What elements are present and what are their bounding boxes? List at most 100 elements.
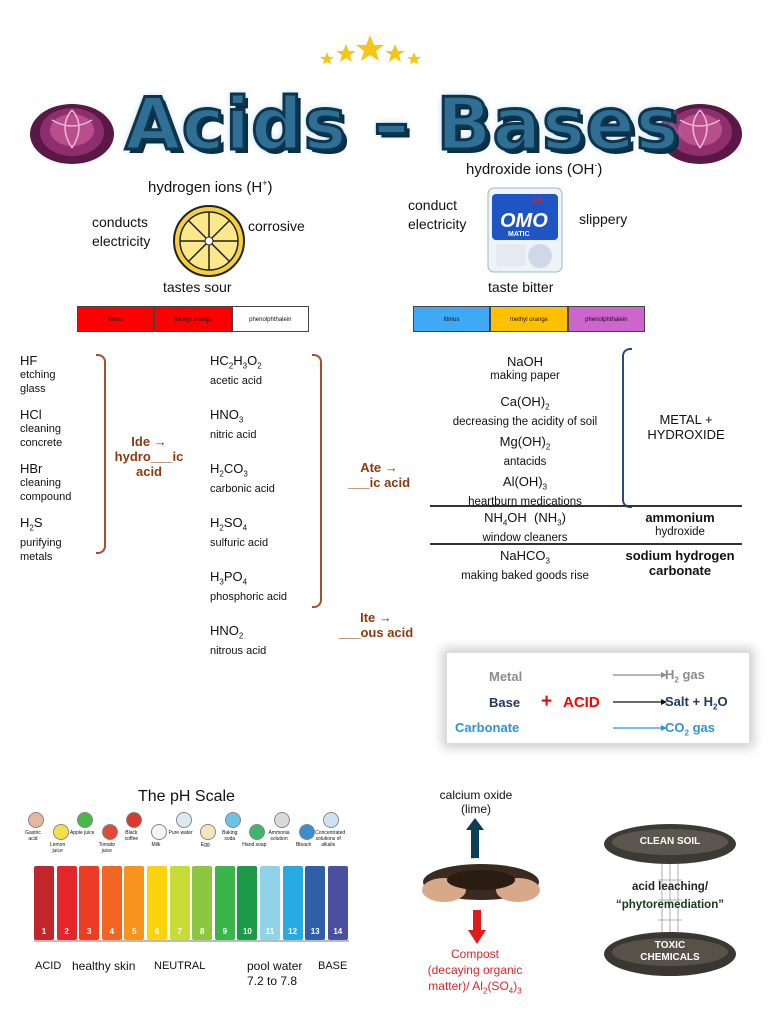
ph-bar-10: 10	[237, 866, 258, 940]
ph-bar-7: 7	[169, 866, 190, 940]
lime-label: calcium oxide(lime)	[439, 788, 513, 816]
binary-acid-use: glass	[20, 383, 46, 395]
ph-number: 5	[132, 927, 137, 936]
ph-number: 10	[242, 927, 252, 936]
ph-item-icon	[28, 812, 44, 828]
clean-soil-label: CLEAN SOIL	[639, 836, 701, 847]
oxy-acid-formula: HNO3	[210, 407, 244, 425]
compost-label: Compost (decaying organic matter)/ Al2(S…	[427, 947, 523, 996]
ph-number: 3	[86, 927, 92, 936]
oxy-acid-formula: HNO2	[210, 623, 244, 641]
ph-bar-13: 13	[305, 866, 326, 940]
ph-number: 6	[154, 927, 160, 936]
ph-number: 8	[199, 927, 205, 936]
ph-item-label: Concentrated solutions of alkalis	[315, 830, 346, 848]
ph-item-icon	[323, 812, 340, 828]
hydroxide-formula: NaOH	[506, 354, 544, 369]
ph-number: 13	[310, 927, 320, 936]
binary-acid-formula: HCl	[20, 407, 42, 422]
oxy-acid-item: H2SO4 sulfuric acid	[210, 516, 268, 550]
ph-number: 4	[109, 927, 115, 936]
ph-item-icon	[274, 812, 290, 828]
binary-acid-use: concrete	[20, 437, 63, 449]
hydroxide-formula: Mg(OH)2	[499, 434, 551, 452]
ph-bar-12: 12	[282, 866, 303, 940]
oxy-acid-item: HNO3 nitric acid	[210, 408, 256, 442]
ph-number: 9	[222, 927, 228, 936]
down-arrow-icon	[468, 910, 486, 944]
ph-item-label: Milk	[151, 842, 161, 848]
ph-item-label: Egg	[200, 842, 210, 848]
rxn-acid: ACID	[563, 694, 600, 711]
oxy-acid-name: carbonic acid	[210, 482, 275, 495]
hydroxide-use: heartburn medications	[468, 495, 582, 508]
binary-acid-use: purifying	[20, 536, 62, 549]
rxn-arrows	[613, 672, 667, 731]
indicator-methyl-orange: methyl orange	[490, 306, 568, 332]
ph-item-label: Gastric acid	[25, 830, 41, 842]
ph-item-label: Pure water	[168, 830, 193, 836]
oxy-acid-name: nitric acid	[210, 428, 257, 441]
hydroxide-use: decreasing the acidity of soil	[452, 415, 598, 428]
rxn-plus: +	[541, 691, 553, 712]
ph-bar-5: 5	[124, 866, 145, 940]
indicator-litmus: litmus	[413, 306, 491, 332]
acid-ion-label: hydrogen ions (H+)	[148, 178, 273, 196]
ph-item-icon	[200, 824, 217, 840]
rxn-metal: Metal	[489, 669, 523, 684]
ph-item-label: Apple juice	[69, 830, 95, 836]
oxy-acid-formula: H2SO4	[210, 515, 248, 533]
binary-acid-use: etching	[20, 369, 56, 381]
ph-item-icon	[249, 824, 266, 840]
binary-acid-use: cleaning	[20, 423, 61, 435]
oxy-acid-name: acetic acid	[210, 374, 262, 387]
ph-bar-11: 11	[260, 866, 280, 940]
ph-item-icon	[175, 812, 192, 828]
oxy-acid-name: sulfuric acid	[210, 536, 269, 549]
rxn-co2: CO2 gas	[665, 720, 715, 738]
up-arrow-icon	[466, 818, 484, 860]
ph-neutral-label: NEUTRAL	[154, 960, 206, 972]
binary-acid-use: compound	[20, 491, 72, 503]
indicator-litmus: litmus	[77, 306, 155, 332]
ite-rule: Ite →___ous acid	[338, 610, 414, 640]
ph-bar-14: 14	[327, 866, 348, 940]
rxn-carbonate: Carbonate	[455, 720, 520, 735]
ph-item-icon	[151, 824, 167, 840]
base-ion-label: hydroxide ions (OH-)	[466, 160, 603, 178]
ph-bar-8: 8	[192, 866, 213, 940]
ph-item-label: Bleach	[295, 842, 312, 848]
acid-taste-label: tastes sour	[163, 279, 232, 295]
ph-item-label: Black coffee	[124, 830, 139, 842]
hydroxide-use: antacids	[503, 455, 547, 468]
ph-number: 7	[177, 927, 182, 936]
binary-acid-use: cleaning	[20, 477, 61, 489]
soil-in-hands-image	[411, 858, 551, 910]
hydroxide-item: Ca(OH)2 decreasing the acidity of soil	[430, 394, 620, 430]
red-cabbage-left-image	[30, 104, 114, 164]
lemon-slice-image	[173, 205, 245, 277]
ph-item-label: Lemon juice	[49, 842, 66, 854]
ate-acid-bracket	[312, 354, 322, 608]
ph-number: 12	[288, 927, 298, 936]
ph-baseline	[34, 940, 349, 942]
hydroxide-formula: Ca(OH)2	[500, 394, 550, 412]
ph-bar-6: 6	[147, 866, 167, 940]
ph-item-icon	[101, 824, 118, 840]
binary-acid-bracket	[96, 354, 106, 554]
